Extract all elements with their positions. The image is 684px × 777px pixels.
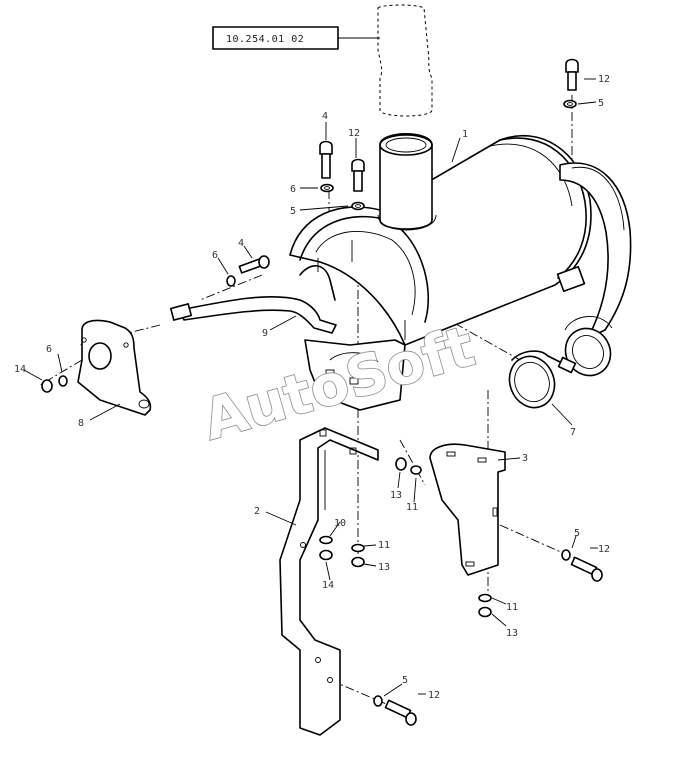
callout-13: 13 — [390, 490, 402, 501]
muffler-body[interactable] — [289, 134, 592, 346]
washer-5-top-right[interactable] — [563, 99, 577, 109]
callout-5: 5 — [402, 675, 408, 686]
nut-14-lower[interactable] — [319, 549, 333, 561]
washer-10[interactable] — [319, 535, 333, 545]
nut-13-lower-right[interactable] — [478, 606, 492, 618]
bolt-12-top[interactable] — [351, 158, 365, 192]
callout-5: 5 — [290, 206, 296, 217]
callout-labels: 1 2 3 4 4 5 5 5 5 6 6 6 7 8 9 10 11 11 1… — [14, 74, 610, 701]
callout-14: 14 — [14, 364, 26, 375]
callout-3: 3 — [522, 453, 528, 464]
washer-5-right[interactable] — [561, 549, 571, 561]
callout-6: 6 — [290, 184, 296, 195]
callout-14: 14 — [322, 580, 334, 591]
callout-12: 12 — [598, 544, 610, 555]
washer-11-right[interactable] — [410, 465, 422, 475]
callout-11: 11 — [378, 540, 390, 551]
washer-5-top[interactable] — [351, 201, 365, 211]
reference-code-text: 10.254.01 02 — [226, 34, 304, 45]
nut-13-center[interactable] — [351, 556, 365, 568]
callout-13: 13 — [378, 562, 390, 573]
long-support-bar[interactable] — [279, 427, 379, 736]
callout-12: 12 — [428, 690, 440, 701]
callout-8: 8 — [78, 418, 84, 429]
support-bracket[interactable] — [77, 319, 152, 416]
callout-9: 9 — [262, 328, 268, 339]
bolt-12-right[interactable] — [570, 556, 603, 582]
leader-lines — [23, 78, 598, 697]
watermark: AutoSoft — [195, 313, 482, 454]
watermark-text: AutoSoft — [196, 314, 482, 453]
callout-10: 10 — [334, 518, 346, 529]
callout-6: 6 — [212, 250, 218, 261]
washer-6-top[interactable] — [320, 183, 334, 193]
muffler-outlet-pipe[interactable] — [377, 132, 437, 231]
washer-5-bottom[interactable] — [373, 695, 383, 707]
nut-13-right[interactable] — [395, 457, 407, 471]
washer-6-left-bracket[interactable] — [58, 375, 68, 387]
washer-11-lower-right[interactable] — [478, 593, 492, 603]
bolt-12-top-right[interactable] — [565, 58, 579, 91]
bolt-4-left[interactable] — [238, 255, 270, 274]
callout-5: 5 — [598, 98, 604, 109]
callout-4: 4 — [322, 111, 328, 122]
pipe-clamp[interactable] — [502, 350, 577, 414]
reference-box[interactable]: 10.254.01 02 — [212, 26, 380, 50]
nut-14-left[interactable] — [41, 379, 53, 393]
callout-12: 12 — [598, 74, 610, 85]
washer-6-left[interactable] — [226, 275, 236, 287]
callout-1: 1 — [462, 129, 468, 140]
bolt-4-top[interactable] — [319, 140, 333, 179]
washer-11-center[interactable] — [351, 543, 365, 553]
callout-11: 11 — [406, 502, 418, 513]
side-bracket[interactable] — [429, 443, 506, 576]
callout-7: 7 — [570, 427, 576, 438]
callout-2: 2 — [254, 506, 260, 517]
callout-11: 11 — [506, 602, 518, 613]
callout-6: 6 — [46, 344, 52, 355]
callout-5: 5 — [574, 528, 580, 539]
callout-4: 4 — [238, 238, 244, 249]
muffler-mount-bracket[interactable] — [304, 339, 406, 411]
exhaust-pipe-phantom — [377, 4, 433, 117]
callout-13: 13 — [506, 628, 518, 639]
callout-12: 12 — [348, 128, 360, 139]
bolt-12-bottom[interactable] — [384, 699, 417, 726]
muffler-strap[interactable] — [169, 265, 337, 334]
